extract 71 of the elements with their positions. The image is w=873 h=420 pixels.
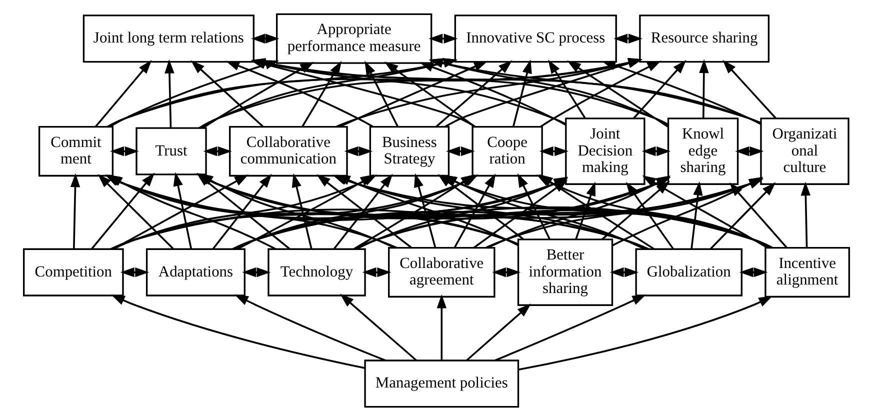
arrow <box>414 172 436 248</box>
arrow <box>642 146 671 156</box>
arrow <box>539 146 568 156</box>
node-box: Coope ration <box>472 125 543 176</box>
arrow <box>710 182 776 249</box>
arrow <box>364 60 399 127</box>
arrow <box>203 146 232 156</box>
arrow <box>234 294 386 361</box>
arrow <box>466 303 532 361</box>
arrow <box>428 33 458 43</box>
arrow <box>339 60 488 127</box>
arrow <box>190 60 264 127</box>
arrow <box>517 172 551 240</box>
arrow <box>251 33 280 43</box>
arrow <box>494 294 646 361</box>
arrow <box>436 60 512 127</box>
arrow <box>540 60 662 128</box>
arrow <box>512 58 532 126</box>
node-box: Collaborative agreement <box>388 246 496 298</box>
arrow <box>340 293 417 361</box>
node-box: Trust <box>136 126 207 175</box>
arrow <box>70 172 80 248</box>
arrow <box>94 60 152 127</box>
arrow <box>384 61 476 127</box>
arrow <box>362 266 392 277</box>
arrow <box>120 266 150 277</box>
node-box: Commit ment <box>38 125 114 176</box>
arrow <box>614 33 642 43</box>
arrow <box>110 146 139 156</box>
arrow <box>212 173 272 249</box>
arrow <box>518 295 773 370</box>
arrow <box>729 182 788 248</box>
node-box: Joint long term relations <box>82 14 254 62</box>
arrow <box>344 146 373 156</box>
node-box: Better information sharing <box>517 238 614 306</box>
arrow <box>302 60 342 127</box>
arrow <box>610 266 639 277</box>
node-box: Knowl edge sharing <box>667 117 739 184</box>
node-box: Joint Decision making <box>565 117 646 184</box>
node-box: Competition <box>23 248 124 296</box>
arrow <box>566 60 669 128</box>
node-box: Appropriate performance measure <box>276 12 432 64</box>
arrow <box>419 62 566 126</box>
arrow <box>164 58 174 128</box>
node-box: Resource sharing <box>639 14 770 62</box>
node-box: Globalization <box>635 248 742 296</box>
node-box: Incentive alignment <box>764 246 850 298</box>
arrow <box>602 60 761 124</box>
node-box: Business Strategy <box>369 125 450 176</box>
node-box: Management policies <box>364 359 520 408</box>
node-box: Adaptations <box>146 248 246 296</box>
arrow <box>292 172 312 248</box>
arrow <box>699 58 709 118</box>
arrow <box>690 180 703 248</box>
arrow <box>492 266 521 277</box>
arrow <box>110 294 365 368</box>
node-box: Collaborative communication <box>229 125 348 176</box>
arrow <box>242 266 271 277</box>
node-box: Technology <box>268 248 366 296</box>
arrow <box>436 294 447 360</box>
arrow <box>173 172 192 248</box>
arrow <box>722 59 776 118</box>
arrow <box>446 146 475 156</box>
node-box: Organizati onal culture <box>760 117 850 184</box>
arrow <box>548 59 586 118</box>
arrow <box>739 266 768 277</box>
node-box: Innovative SC process <box>454 14 617 62</box>
arrow <box>735 146 764 156</box>
arrow <box>633 59 686 118</box>
arrow <box>575 181 596 240</box>
arrow <box>800 181 811 248</box>
